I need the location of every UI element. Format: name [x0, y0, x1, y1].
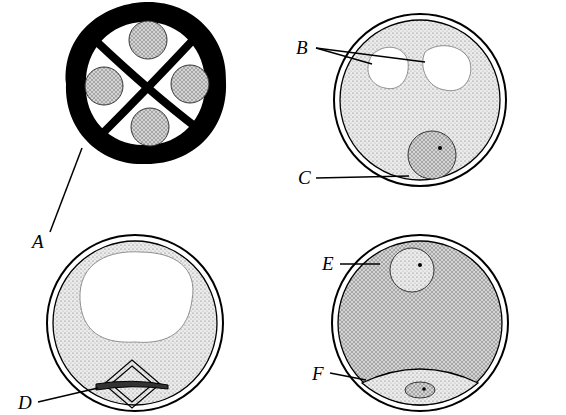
callout-letter: E — [322, 254, 334, 273]
callout-letter: D — [18, 393, 32, 412]
callout-letter: A — [32, 232, 44, 251]
callout-letter: F — [312, 364, 324, 383]
callout-letter: C — [298, 168, 311, 187]
callout-letter: B — [296, 38, 308, 57]
